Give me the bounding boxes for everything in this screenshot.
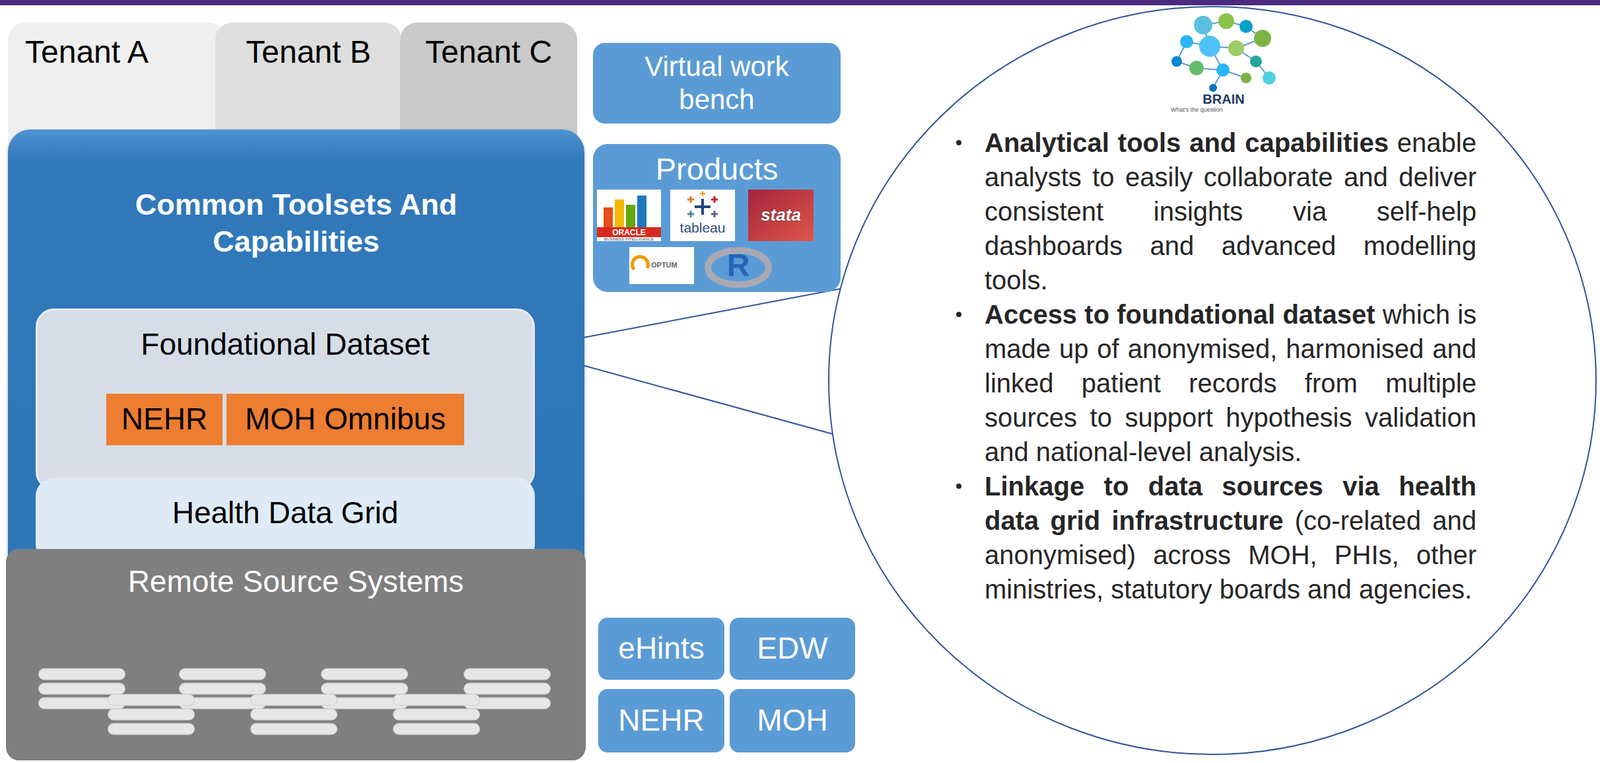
network-dot xyxy=(1193,15,1213,35)
oracle-bar xyxy=(626,204,636,228)
tableau-cross xyxy=(699,190,706,197)
logo-text-box: R xyxy=(703,249,773,282)
oracle-band xyxy=(596,227,661,238)
box-label: MOH Omnibus xyxy=(244,400,446,438)
logo-text: OPTUM xyxy=(651,261,693,269)
logo-text-box: ORACLE xyxy=(596,228,661,237)
tableau-cross xyxy=(711,196,718,203)
oracle-bar xyxy=(614,199,625,228)
box-label: NEHR xyxy=(618,701,704,739)
box-label: Tenant A xyxy=(25,33,149,72)
brain-logo xyxy=(1163,11,1282,95)
network-dot xyxy=(1240,72,1252,84)
tableau-cross xyxy=(687,196,695,203)
box-label: Common Toolsets And Capabilities xyxy=(98,186,495,261)
box-label: eHints xyxy=(618,629,704,667)
circle-outline-shape xyxy=(828,6,1597,755)
logo-text-box: BRAIN xyxy=(1197,92,1251,106)
logo-text: BRAIN xyxy=(1197,92,1251,106)
network-lines xyxy=(1176,21,1270,88)
logo-text-box: tableau xyxy=(670,220,735,235)
logo-text: tableau xyxy=(670,220,735,235)
network-dot xyxy=(1189,60,1204,76)
box-label: MOH xyxy=(756,701,828,739)
oracle-bar xyxy=(637,195,647,228)
bullet-item: Analytical tools and capabilities enable… xyxy=(956,125,1477,298)
box-label: Remote Source Systems xyxy=(128,563,465,600)
network-dot xyxy=(1171,56,1183,67)
box-label: Health Data Grid xyxy=(172,494,399,531)
bullet-list: Analytical tools and capabilities enable… xyxy=(956,125,1477,607)
oracle-bar xyxy=(603,207,613,228)
network-dot xyxy=(1218,13,1235,30)
network-dot xyxy=(1262,71,1276,85)
box-label: Foundational Dataset xyxy=(140,326,430,363)
source-box: NEHR xyxy=(598,688,725,753)
network-dot xyxy=(1228,40,1245,57)
logo-text-box: stata xyxy=(748,206,814,224)
logo-text: stata xyxy=(748,206,814,224)
bullet-item: Linkage to data sources via health data … xyxy=(956,468,1477,607)
workbench-box: Virtual work bench xyxy=(592,42,841,124)
source-panel: Remote Source Systems xyxy=(5,548,586,761)
network-dot xyxy=(1216,63,1230,77)
box-label: Products xyxy=(655,150,778,188)
network-dot xyxy=(1180,34,1194,49)
network-dot xyxy=(1209,83,1218,92)
box-label: NEHR xyxy=(121,400,208,438)
logo-text: ORACLE xyxy=(596,228,661,237)
oracle-tile xyxy=(596,189,661,242)
database-symbol xyxy=(393,694,481,735)
tableau-cross xyxy=(694,198,711,215)
tableau-cross xyxy=(711,210,718,218)
source-box: eHints xyxy=(598,617,725,680)
logo-text-box: BUSINESS INTELLIGENCE xyxy=(596,237,661,242)
logo-text-box: OPTUM xyxy=(651,261,693,269)
logo-text: BUSINESS INTELLIGENCE xyxy=(596,237,661,242)
dataset-box: MOH Omnibus xyxy=(226,393,465,446)
products-box: ProductsORACLEBUSINESS INTELLIGENCE table… xyxy=(592,143,841,292)
box-label: Virtual work bench xyxy=(618,50,817,117)
logo-tagline-box: What's the question xyxy=(1170,106,1257,113)
database-symbol xyxy=(108,694,195,735)
database-symbol xyxy=(250,694,338,735)
logo-tagline: What's the question xyxy=(1170,106,1257,113)
top-bar xyxy=(0,0,1600,6)
stata-tile xyxy=(748,189,814,242)
tableau-tile xyxy=(670,189,735,242)
source-box: EDW xyxy=(729,617,856,680)
callout-circle: Analytical tools and capabilities enable… xyxy=(827,5,1598,756)
dataset-panel: NEHR MOH Omnibus Foundational Dataset xyxy=(35,308,535,490)
network-dot xyxy=(1250,55,1262,68)
box-label: Tenant C xyxy=(425,33,553,72)
logo-text: R xyxy=(703,249,773,282)
optum-tile xyxy=(629,246,695,284)
box-label: Tenant B xyxy=(245,33,371,72)
optum-mark xyxy=(631,256,648,270)
network-dot xyxy=(1199,35,1221,57)
platform-panel: NEHR MOH Omnibus Foundational DatasetHealt… xyxy=(7,129,585,566)
network-dot xyxy=(1239,19,1253,34)
box-label: EDW xyxy=(756,629,828,667)
bullet-item: Access to foundational dataset which is … xyxy=(956,297,1477,469)
bullet-heading: Access to foundational dataset xyxy=(984,299,1375,329)
bullet-heading: Analytical tools and capabilities xyxy=(984,128,1389,158)
dataset-box: NEHR xyxy=(106,393,223,446)
network-dot xyxy=(1253,29,1272,47)
source-box: MOH xyxy=(729,688,856,753)
tableau-cross xyxy=(687,210,695,218)
